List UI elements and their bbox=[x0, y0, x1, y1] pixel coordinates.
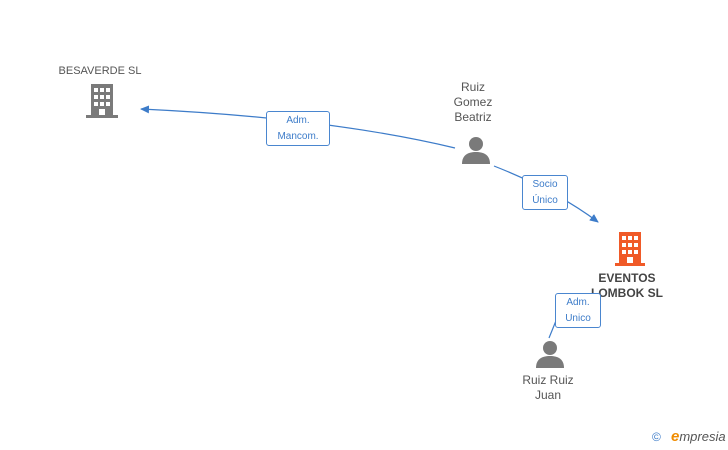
edge-label-socio-unico[interactable]: Socio Único bbox=[522, 175, 568, 210]
node-label: Ruiz Gomez Beatriz bbox=[453, 80, 493, 124]
logo-e: e bbox=[671, 428, 680, 445]
node-ruiz-gomez-beatriz[interactable]: Ruiz Gomez Beatriz bbox=[433, 80, 513, 125]
copyright-symbol: © bbox=[652, 430, 661, 444]
node-label: Ruiz Ruiz Juan bbox=[522, 373, 574, 402]
edge-label-adm-mancom[interactable]: Adm. Mancom. bbox=[266, 111, 330, 146]
node-label: EVENTOS LOMBOK SL bbox=[591, 271, 663, 300]
edge-label-adm-unico[interactable]: Adm. Unico bbox=[555, 293, 601, 328]
node-besaverde[interactable]: BESAVERDE SL bbox=[40, 64, 160, 79]
building-icon bbox=[615, 232, 645, 266]
node-eventos-lombok[interactable]: EVENTOS LOMBOK SL bbox=[577, 271, 677, 301]
logo-text: mpresia bbox=[679, 429, 726, 444]
person-icon bbox=[536, 341, 564, 368]
person-icon bbox=[462, 137, 490, 164]
node-label: BESAVERDE SL bbox=[58, 65, 142, 77]
empresia-logo[interactable]: empresia bbox=[671, 428, 726, 445]
building-icon bbox=[86, 84, 118, 118]
node-ruiz-ruiz-juan[interactable]: Ruiz Ruiz Juan bbox=[508, 373, 588, 403]
